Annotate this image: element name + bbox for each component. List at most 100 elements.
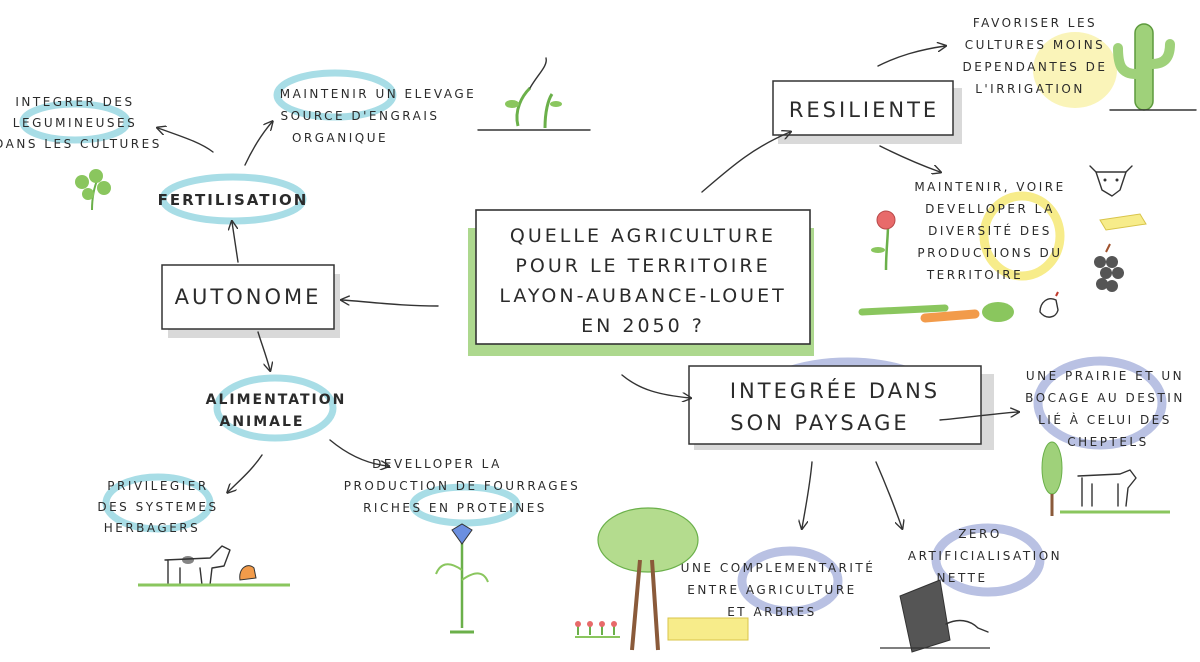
diversite-line-3: DIVERSITÉ DES xyxy=(928,223,1052,238)
cow-icon xyxy=(138,545,290,587)
tree-icon xyxy=(597,507,699,651)
center-line-1: QUELLE AGRICULTURE xyxy=(510,225,776,247)
branch-autonome: AUTONOME xyxy=(175,285,322,309)
tulips-icon xyxy=(575,621,620,638)
leaf-zero: ZERO ARTIFICIALISATION NETTE xyxy=(908,527,1062,585)
center-box-group xyxy=(468,209,814,356)
cow-head-icon xyxy=(1089,165,1133,197)
irrigation-line-4: L'IRRIGATION xyxy=(975,82,1085,96)
diversite-line-2: DEVELLOPER LA xyxy=(925,202,1055,216)
arrow-integree-to-complementarite xyxy=(802,461,813,528)
legumineuses-line-2: LEGUMINEUSES xyxy=(13,116,137,130)
arrow-autonome-to-fertilisation xyxy=(232,222,239,263)
zero-line-1: ZERO xyxy=(958,527,1002,541)
highlight-complementarite xyxy=(737,546,843,616)
prairie-line-1: UNE PRAIRIE ET UN xyxy=(1026,369,1184,383)
highlight-irrigation xyxy=(1033,32,1117,108)
legumineuses-line-3: DANS LES CULTURES xyxy=(0,137,162,151)
irrigation-line-2: CULTURES MOINS xyxy=(965,38,1106,52)
prairie-line-2: BOCAGE AU DESTIN xyxy=(1025,391,1185,405)
arrow-integree-to-prairie xyxy=(939,412,1018,421)
fourrages-line-3: RICHES EN PROTEINES xyxy=(363,501,547,515)
autonome-box-group xyxy=(161,264,340,338)
prairie-line-4: CHEPTELS xyxy=(1067,435,1148,449)
leaf-irrigation: FAVORISER LES CULTURES MOINS DEPENDANTES… xyxy=(963,16,1108,96)
fourrages-line-1: DEVELLOPER LA xyxy=(372,457,502,471)
legumineuses-line-1: INTEGRER DES xyxy=(15,95,134,109)
herbagers-line-2: DES SYSTEMES xyxy=(97,500,218,514)
poplar-tree-icon xyxy=(1041,441,1063,516)
elevage-line-2: SOURCE D'ENGRAIS xyxy=(281,109,440,123)
diversite-line-4: PRODUCTIONS DU xyxy=(917,246,1062,260)
highlight-legumineuses xyxy=(19,100,131,144)
irrigation-line-1: FAVORISER LES xyxy=(973,16,1097,30)
arrow-center-to-integree xyxy=(621,374,690,398)
clover-icon xyxy=(75,169,111,211)
highlight-herbagers xyxy=(102,473,214,533)
branch-integree-line-1: INTEGRÉE DANS xyxy=(730,378,940,403)
flower-icon xyxy=(871,210,896,271)
leaf-diversite: MAINTENIR, VOIRE DEVELLOPER LA DIVERSITÉ… xyxy=(914,180,1065,282)
center-line-4: EN 2050 ? xyxy=(581,315,705,337)
leaf-elevage: MAINTENIR UN ELEVAGE SOURCE D'ENGRAIS OR… xyxy=(280,87,476,145)
cow-grazing-icon xyxy=(1060,469,1170,514)
arrow-fertilisation-to-elevage xyxy=(244,122,272,166)
grapes-icon xyxy=(1094,243,1124,292)
arrow-fertilisation-to-legumineuses xyxy=(158,128,214,153)
prairie-line-3: LIÉ À CELUI DES xyxy=(1038,412,1172,427)
highlight-fourrages xyxy=(409,483,521,527)
arrow-center-to-resiliente xyxy=(701,132,790,193)
leaf-fourrages: DEVELLOPER LA PRODUCTION DE FOURRAGES RI… xyxy=(344,457,580,515)
butter-icon xyxy=(1099,213,1147,231)
complementarite-line-3: ET ARBRES xyxy=(727,605,817,619)
arrow-resiliente-to-irrigation xyxy=(877,46,945,67)
zero-line-3: NETTE xyxy=(936,571,987,585)
arrow-alimentation-to-herbagers xyxy=(228,454,263,492)
diversite-line-5: TERRITOIRE xyxy=(926,268,1023,282)
cactus-icon xyxy=(1109,23,1197,111)
herbagers-line-1: PRIVILEGIER xyxy=(107,479,208,493)
irrigation-line-3: DEPENDANTES DE xyxy=(963,60,1108,74)
protein-plant-icon xyxy=(435,523,489,634)
node-alimentation-line-1: ALIMENTATION xyxy=(206,392,347,408)
leaf-herbagers: PRIVILEGIER DES SYSTEMES HERBAGERS xyxy=(97,479,218,535)
arrow-resiliente-to-diversite xyxy=(879,145,940,172)
complementarite-line-2: ENTRE AGRICULTURE xyxy=(687,583,857,597)
sprouts-icon xyxy=(477,57,591,131)
arrow-alimentation-to-fourrages xyxy=(329,439,388,466)
fourrages-line-2: PRODUCTION DE FOURRAGES xyxy=(344,479,580,493)
node-fertilisation: FERTILISATION xyxy=(158,191,309,209)
leaf-legumineuses: INTEGRER DES LEGUMINEUSES DANS LES CULTU… xyxy=(0,95,162,151)
leaf-complementarite: UNE COMPLEMENTARITÉ ENTRE AGRICULTURE ET… xyxy=(681,560,876,619)
center-line-3: LAYON-AUBANCE-LOUET xyxy=(499,285,786,307)
wheat-icon xyxy=(667,617,749,641)
branch-integree-line-2: SON PAYSAGE xyxy=(730,411,909,435)
elevage-line-3: ORGANIQUE xyxy=(292,131,388,145)
elevage-line-1: MAINTENIR UN ELEVAGE xyxy=(280,87,476,101)
arrow-center-to-autonome xyxy=(342,300,439,307)
vegetables-icon xyxy=(858,302,1014,323)
herbagers-line-3: HERBAGERS xyxy=(104,521,201,535)
center-line-2: POUR LE TERRITOIRE xyxy=(515,255,770,277)
highlight-zero xyxy=(931,523,1045,597)
branch-resiliente: RESILIENTE xyxy=(789,98,939,122)
resiliente-box-group xyxy=(772,80,962,144)
arrow-integree-to-zero xyxy=(875,461,902,528)
hen-icon xyxy=(1039,291,1059,318)
center-title: QUELLE AGRICULTURE POUR LE TERRITOIRE LA… xyxy=(499,225,786,337)
integree-box-group xyxy=(688,365,994,450)
zero-line-2: ARTIFICIALISATION xyxy=(908,549,1062,563)
highlight-elevage xyxy=(273,69,397,121)
chicken-icon xyxy=(239,565,257,581)
complementarite-line-1: UNE COMPLEMENTARITÉ xyxy=(681,560,876,575)
arrow-autonome-to-alimentation xyxy=(257,331,270,370)
highlight-diversite xyxy=(979,191,1065,281)
leaf-prairie: UNE PRAIRIE ET UN BOCAGE AU DESTIN LIÉ À… xyxy=(1025,369,1185,449)
highlight-alimentation xyxy=(213,374,337,442)
node-alimentation-line-2: ANIMALE xyxy=(219,414,304,430)
diversite-line-1: MAINTENIR, VOIRE xyxy=(914,180,1065,194)
bulldozer-icon xyxy=(880,579,990,653)
highlight-prairie xyxy=(1033,356,1167,450)
arrows xyxy=(158,46,1018,528)
